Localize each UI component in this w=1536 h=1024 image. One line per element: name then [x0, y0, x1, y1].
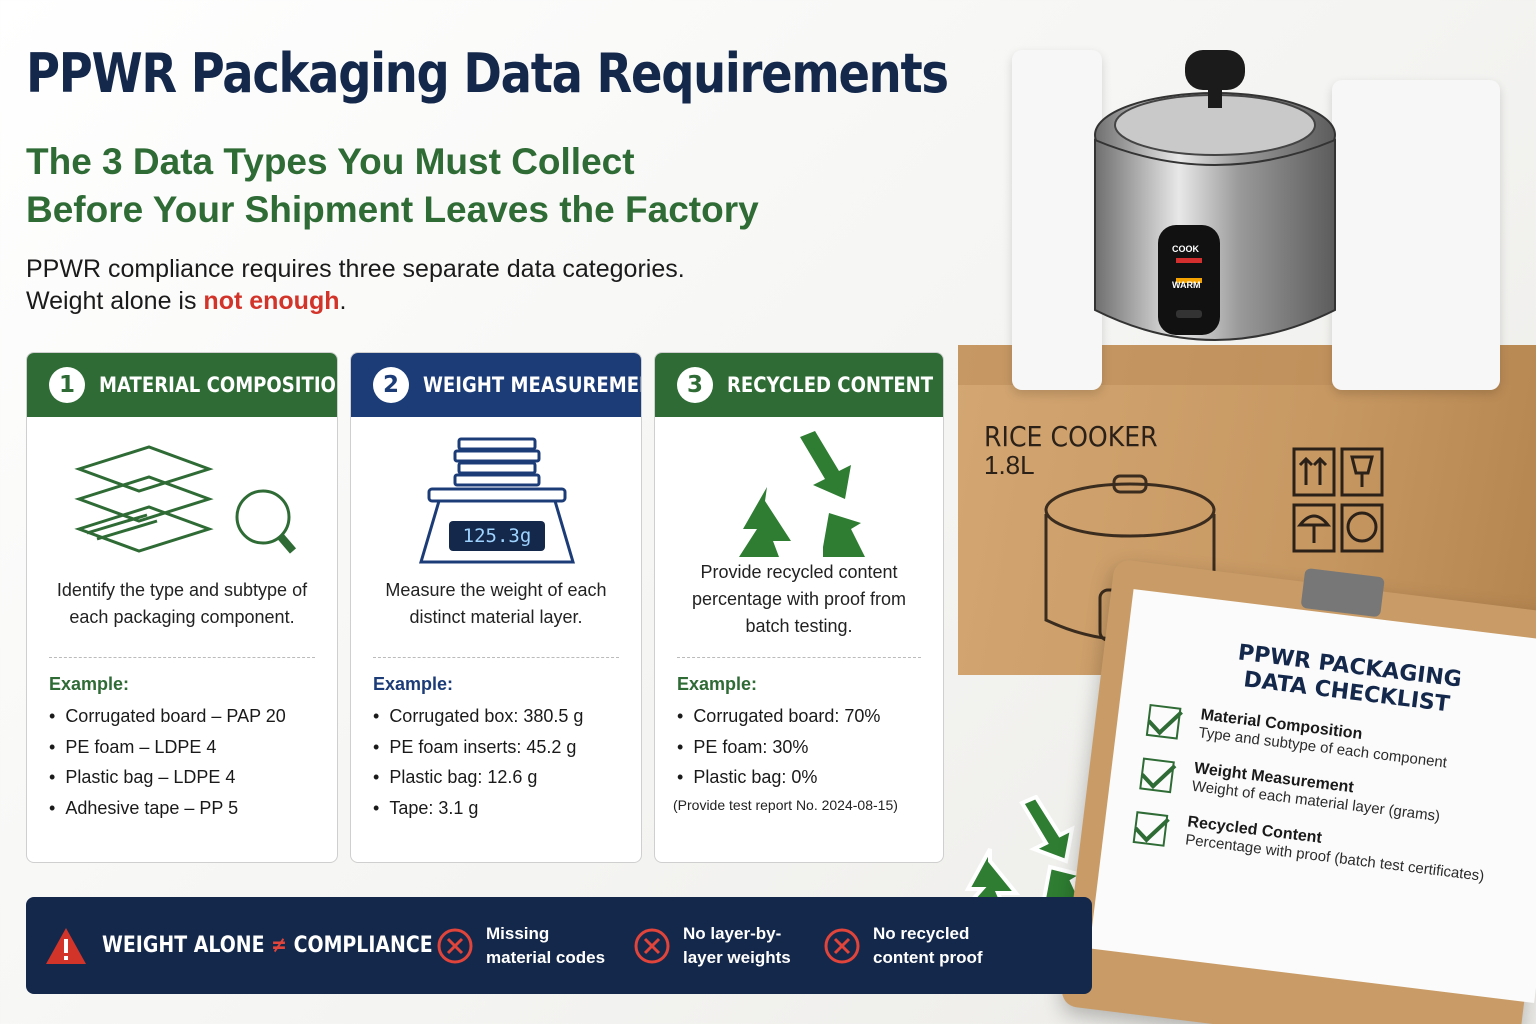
intro-line-1: PPWR compliance requires three separate … — [26, 255, 685, 283]
list-item: Corrugated box: 380.5 g — [373, 701, 641, 732]
subtitle-line-2: Before Your Shipment Leaves the Factory — [26, 189, 759, 230]
box-size: 1.8L — [984, 450, 1035, 480]
card-title: WEIGHT MEASUREMENT — [423, 373, 641, 397]
missing-item: No layer-by-layer weights — [633, 922, 813, 970]
card-header: 1 MATERIAL COMPOSITION — [27, 353, 337, 417]
card-number: 1 — [49, 367, 85, 403]
warning-group: WEIGHT ALONE ≠ COMPLIANCE — [44, 926, 433, 966]
checkmark-icon — [1139, 757, 1175, 794]
example-label: Example: — [373, 674, 454, 694]
card-description: Measure the weight of each distinct mate… — [385, 580, 607, 627]
page-subtitle: The 3 Data Types You Must Collect Before… — [26, 138, 759, 234]
divider — [677, 657, 921, 658]
list-item: Tape: 3.1 g — [373, 793, 641, 824]
foam-left — [1012, 50, 1102, 390]
missing-item-text: Missing material codes — [486, 923, 606, 967]
missing-item-text: No layer-by-layer weights — [683, 923, 791, 967]
cook-button-label: COOK — [1172, 244, 1199, 254]
example-list: Corrugated board – PAP 20 PE foam – LDPE… — [49, 701, 337, 823]
missing-item: No recycled content proof — [823, 922, 1033, 970]
page-title: PPWR Packaging Data Requirements — [26, 42, 949, 105]
material-layers-icon — [27, 417, 337, 577]
x-circle-icon — [824, 928, 860, 963]
card-description: Provide recycled content percentage with… — [691, 562, 907, 636]
recycle-icon — [655, 417, 943, 577]
checklist-clipboard: PPWR PACKAGING DATA CHECKLIST Material C… — [1060, 558, 1536, 1024]
list-item: PE foam inserts: 45.2 g — [373, 732, 641, 763]
list-item: Corrugated board – PAP 20 — [49, 701, 337, 732]
warning-text: WEIGHT ALONE ≠ COMPLIANCE — [102, 933, 433, 958]
missing-item: Missing material codes — [436, 922, 616, 970]
recycle-sticker-icon — [961, 795, 1088, 909]
example-label: Example: — [49, 674, 130, 694]
card-material-composition: 1 MATERIAL COMPOSITION Identify the type… — [26, 352, 338, 863]
divider — [49, 657, 315, 658]
list-item: Corrugated board: 70% — [677, 701, 943, 732]
warning-icon — [46, 927, 86, 964]
intro-line-2-start: Weight alone is — [26, 287, 204, 315]
handling-symbols-icon — [1292, 447, 1384, 553]
box-label: RICE COOKER — [984, 420, 1158, 453]
x-circle-icon — [634, 928, 670, 963]
checkmark-icon — [1132, 811, 1169, 847]
card-recycled-content: 3 RECYCLED CONTENT Provide recycled cont… — [654, 352, 944, 863]
card-title: MATERIAL COMPOSITION — [99, 373, 338, 397]
scale-icon: 125.3g — [351, 417, 641, 577]
warning-banner: WEIGHT ALONE ≠ COMPLIANCE Missing materi… — [26, 897, 1092, 994]
checklist-paper: PPWR PACKAGING DATA CHECKLIST Material C… — [1089, 589, 1536, 1004]
rice-cooker-icon — [1094, 50, 1336, 341]
intro-text: PPWR compliance requires three separate … — [26, 253, 685, 317]
list-item: Plastic bag: 12.6 g — [373, 762, 641, 793]
list-item: PE foam: 30% — [677, 732, 943, 763]
card-title: RECYCLED CONTENT — [727, 373, 934, 397]
intro-line-2: Weight alone is not enough. — [26, 285, 685, 317]
intro-line-2-end: . — [339, 287, 347, 315]
intro-emphasis: not enough — [203, 287, 340, 315]
example-label: Example: — [677, 674, 758, 694]
warm-button-label: WARM — [1172, 280, 1201, 290]
test-report-note: (Provide test report No. 2024-08-15) — [673, 796, 898, 813]
list-item: PE foam – LDPE 4 — [49, 732, 337, 763]
card-weight-measurement: 2 WEIGHT MEASUREMENT 125.3g Measure the … — [350, 352, 642, 863]
list-item: Adhesive tape – PP 5 — [49, 793, 337, 824]
list-item: Plastic bag: 0% — [677, 762, 943, 793]
card-header: 3 RECYCLED CONTENT — [655, 353, 943, 417]
warning-text-start: WEIGHT ALONE — [102, 933, 272, 958]
scale-readout: 125.3g — [462, 525, 532, 547]
subtitle-line-1: The 3 Data Types You Must Collect — [26, 141, 635, 182]
not-equal-sign: ≠ — [271, 933, 288, 958]
card-description: Identify the type and subtype of each pa… — [56, 580, 308, 627]
card-number: 3 — [677, 367, 713, 403]
divider — [373, 657, 619, 658]
example-list: Corrugated box: 380.5 g PE foam inserts:… — [373, 701, 641, 823]
card-header: 2 WEIGHT MEASUREMENT — [351, 353, 641, 417]
example-list: Corrugated board: 70% PE foam: 30% Plast… — [677, 701, 943, 793]
x-circle-icon — [437, 928, 473, 963]
warning-text-end: COMPLIANCE — [287, 933, 433, 958]
foam-right — [1332, 80, 1500, 390]
clipboard-clip — [1300, 567, 1385, 618]
missing-item-text: No recycled content proof — [873, 923, 983, 967]
checkmark-icon — [1145, 703, 1182, 740]
list-item: Plastic bag – LDPE 4 — [49, 762, 337, 793]
card-number: 2 — [373, 367, 409, 403]
